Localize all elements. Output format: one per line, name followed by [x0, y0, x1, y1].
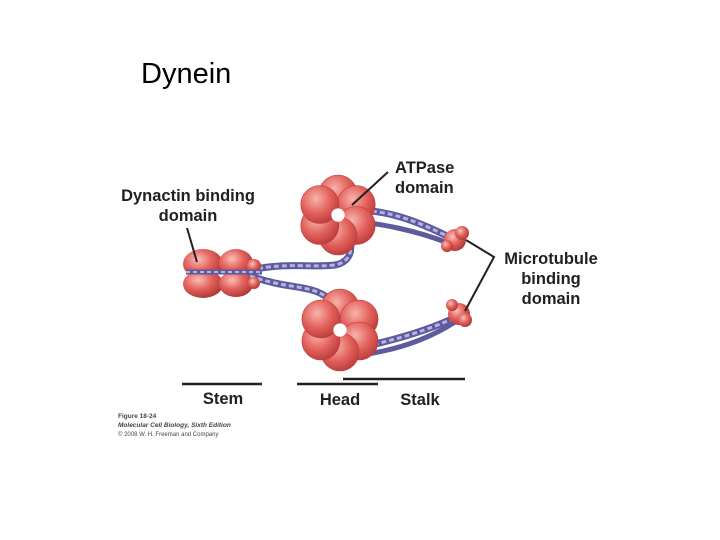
dynactin-label-line2: domain — [159, 207, 218, 225]
lower-head-ring — [301, 288, 379, 372]
atpase-leader — [351, 171, 389, 206]
slide-title: Dynein — [141, 58, 232, 90]
figure-caption-line3: © 2008 W. H. Freeman and Company — [118, 431, 218, 438]
aaa-lobe — [301, 299, 341, 339]
microtubule-label-line1: Microtubule — [504, 250, 598, 268]
microtubule-label-line3: domain — [522, 290, 581, 308]
stalk-label: Stalk — [400, 391, 440, 409]
microtubule-label-line2: binding — [521, 270, 581, 288]
stem-label: Stem — [203, 390, 243, 408]
leader-lines — [186, 171, 496, 312]
stem-globules — [183, 249, 262, 298]
dynactin-leader — [186, 227, 198, 263]
figure-caption-line2: Molecular Cell Biology, Sixth Edition — [118, 422, 231, 429]
upper-mt-binding-globule — [441, 226, 469, 252]
atpase-label-line1: ATPase — [395, 159, 454, 177]
microtubule-leader — [464, 239, 496, 312]
ring-center — [333, 323, 347, 337]
figure-caption-line1: Figure 18-24 — [118, 413, 157, 420]
ring-center — [331, 208, 345, 222]
dynactin-label-line1: Dynactin binding — [121, 187, 255, 205]
atpase-label-line2: domain — [395, 179, 454, 197]
aaa-lobe — [300, 185, 340, 224]
head-label: Head — [320, 391, 360, 409]
lower-mt-binding-globule — [446, 299, 472, 327]
region-bars — [182, 377, 465, 386]
upper-head-ring — [300, 174, 376, 256]
